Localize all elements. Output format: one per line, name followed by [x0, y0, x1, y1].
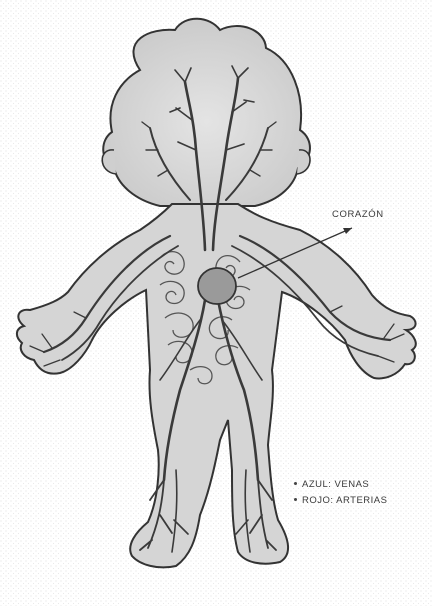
heart [198, 268, 236, 304]
bullet-icon [294, 498, 297, 501]
heart-label: CORAZÓN [332, 209, 384, 220]
legend: AZUL: VENAS ROJO: ARTERIAS [294, 477, 387, 509]
legend-item-veins: AZUL: VENAS [294, 477, 387, 493]
legend-label: ROJO: ARTERIAS [302, 495, 387, 506]
legend-label: AZUL: VENAS [302, 479, 369, 490]
legend-item-arteries: ROJO: ARTERIAS [294, 493, 387, 509]
bullet-icon [294, 482, 297, 485]
